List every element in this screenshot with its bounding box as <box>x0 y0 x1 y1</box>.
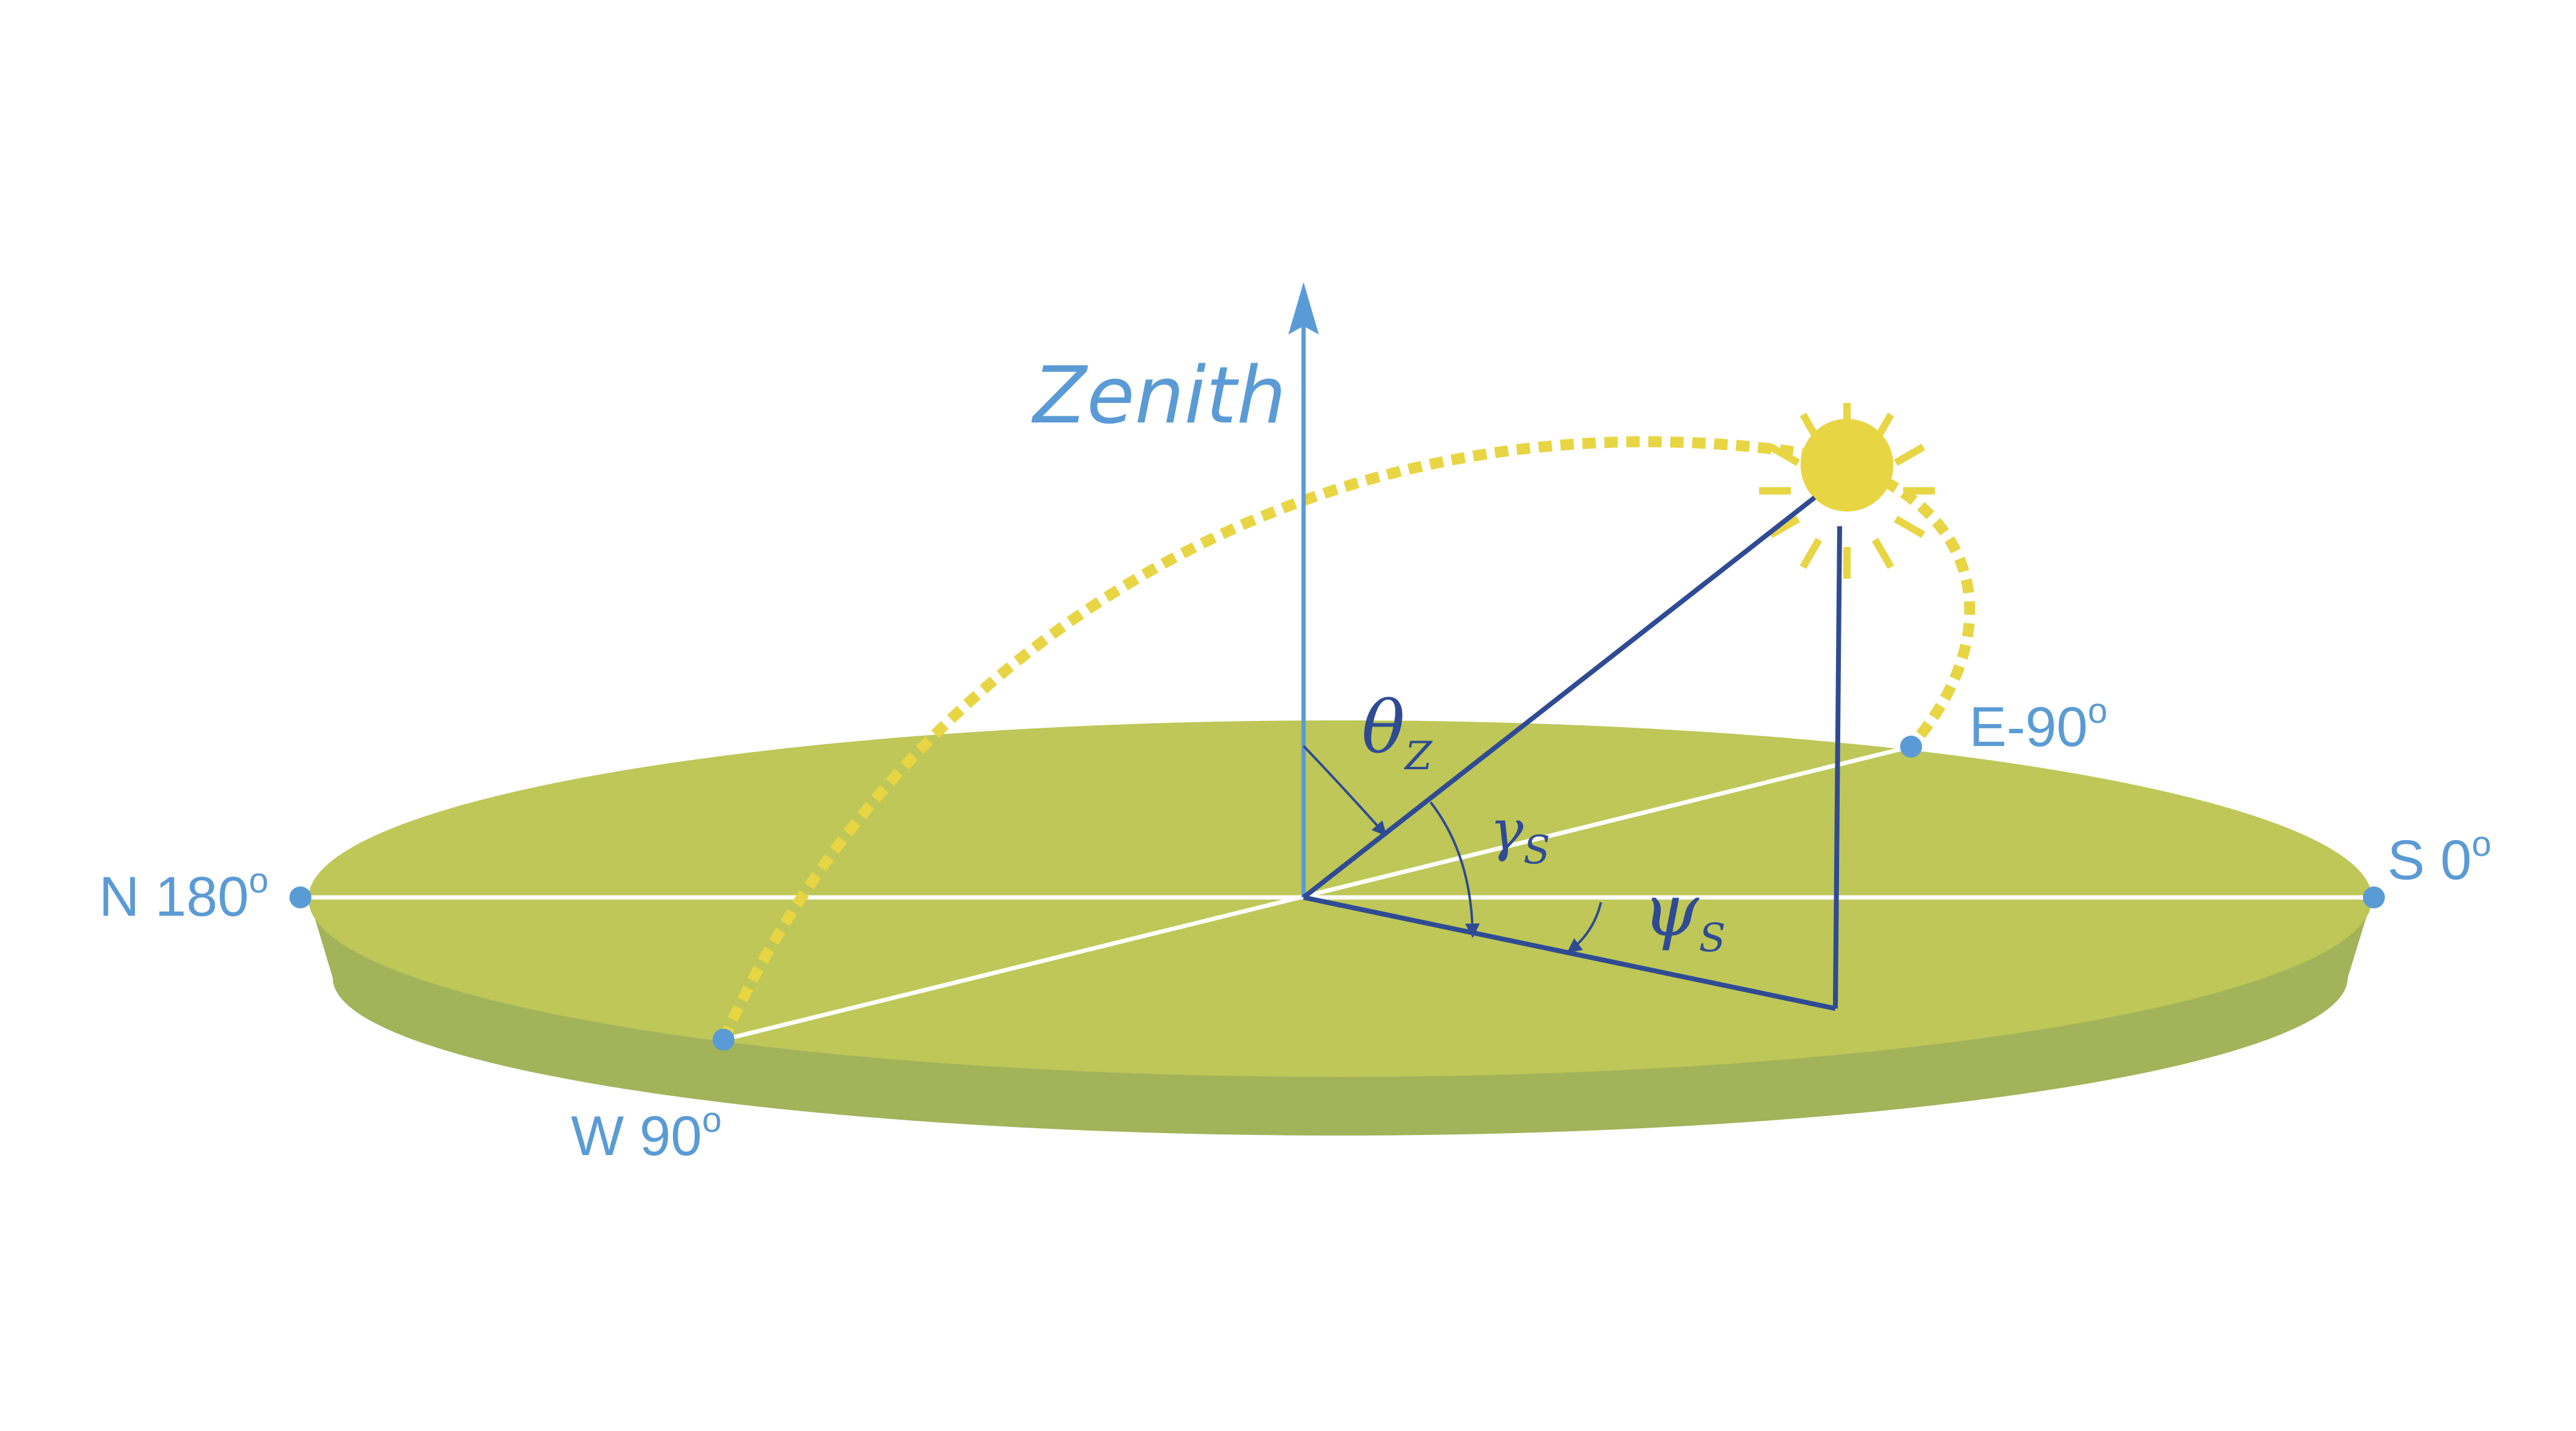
west-east-line <box>723 744 1912 1042</box>
north-label: N 180o <box>99 861 269 928</box>
south-label: S 0o <box>2387 824 2491 891</box>
south-point <box>2363 886 2385 908</box>
east-label: E-90o <box>1969 691 2108 758</box>
sun-path-arc <box>718 436 1975 1042</box>
west-point <box>713 1029 735 1051</box>
sun-vertical-projection <box>1833 526 1842 1009</box>
west-label: W 90o <box>571 1100 722 1167</box>
azimuth-projection-line <box>1303 895 1836 1011</box>
zenith-angle-arc <box>1302 745 1387 836</box>
azimuth-angle-label: ψS <box>1642 868 1725 961</box>
sun-icon <box>1759 403 1935 579</box>
sun-vector <box>1302 495 1816 900</box>
zenith-label: Zenith <box>1031 350 1286 441</box>
zenith-angle-label: θZ <box>1362 685 1433 779</box>
east-point <box>1900 736 1922 758</box>
azimuth-angle-arc <box>1567 902 1602 953</box>
elevation-angle-arc <box>1429 801 1480 938</box>
zenith-arrow-head <box>1288 282 1319 335</box>
north-point <box>289 886 311 908</box>
elevation-angle-label: γS <box>1490 798 1550 873</box>
